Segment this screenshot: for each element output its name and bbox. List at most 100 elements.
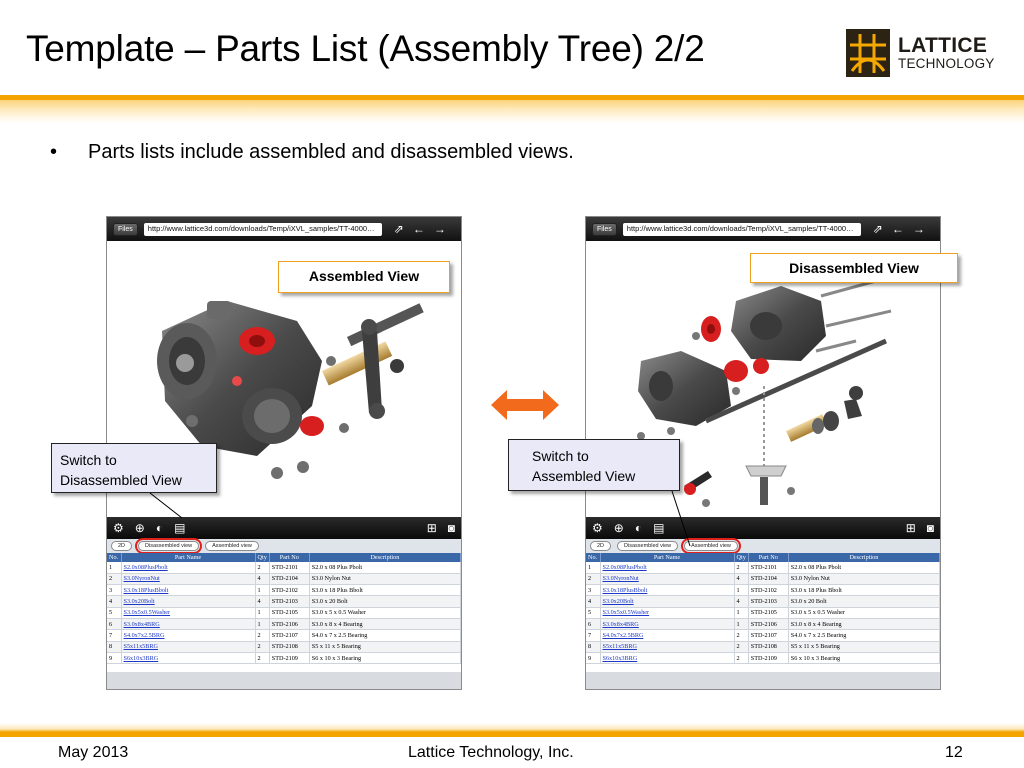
part-name-link[interactable]: S3.0x8x4BRG <box>600 618 735 631</box>
row-part-no: STD-2102 <box>748 584 789 597</box>
2d-button[interactable]: 2D <box>111 541 133 551</box>
camera-icon[interactable]: ◙ <box>926 521 934 535</box>
part-name-link[interactable]: S5x11x5BRG <box>121 641 256 653</box>
lattice-logo: LATTICE TECHNOLOGY <box>846 27 996 79</box>
gear-icon[interactable]: ⚙ <box>113 521 124 535</box>
part-name-link[interactable]: S4.0x7x2.5BRG <box>600 629 735 642</box>
row-part-no: STD-2107 <box>269 629 310 642</box>
col-qty: Qty <box>734 553 749 562</box>
slide-title: Template – Parts List (Assembly Tree) 2/… <box>26 28 705 69</box>
row-part-no: STD-2101 <box>269 562 310 574</box>
row-part-no: STD-2106 <box>748 618 789 631</box>
row-qty: 2 <box>255 641 270 653</box>
row-description: S2.0 x 08 Plus Pbolt <box>309 562 461 574</box>
part-name-link[interactable]: S5x11x5BRG <box>600 641 735 653</box>
row-part-no: STD-2109 <box>269 652 310 665</box>
disassembled-view-button[interactable]: Disassembled view <box>135 538 203 554</box>
view-switch-bar: 2D Disassembled view Assembled view <box>586 538 940 554</box>
part-name-link[interactable]: S4.0x7x2.5BRG <box>121 629 256 642</box>
part-name-link[interactable]: S6x10x3BRG <box>121 652 256 665</box>
gear-icon[interactable]: ⚙ <box>592 521 603 535</box>
list-icon[interactable]: ▤ <box>653 521 665 535</box>
row-no: 4 <box>107 595 122 608</box>
url-field[interactable]: http://www.lattice3d.com/downloads/Temp/… <box>143 222 382 236</box>
col-no: No. <box>107 553 122 562</box>
col-qty: Qty <box>255 553 270 562</box>
row-description: S3.0 Nylon Nut <box>309 573 461 586</box>
part-name-link[interactable]: S2.0x08PlusPbolt <box>600 562 735 574</box>
assembled-view-button[interactable]: Assembled view <box>681 538 741 554</box>
row-qty: 2 <box>255 629 270 642</box>
col-part-name: Part Name <box>600 553 735 562</box>
back-arrow-icon[interactable]: ← <box>412 222 425 236</box>
url-field[interactable]: http://www.lattice3d.com/downloads/Temp/… <box>622 222 861 236</box>
callout-line: Switch to <box>532 448 589 464</box>
part-name-link[interactable]: S3.0NyronNut <box>600 573 735 586</box>
row-no: 1 <box>586 562 601 574</box>
camera-icon[interactable]: ◙ <box>447 521 455 535</box>
row-part-no: STD-2108 <box>748 641 789 653</box>
row-description: S3.0 x 5 x 0.5 Washer <box>309 607 461 619</box>
view-cube-icon[interactable]: ⊕ <box>134 521 145 535</box>
row-part-no: STD-2101 <box>748 562 789 574</box>
forward-arrow-icon[interactable]: → <box>912 222 925 236</box>
contrast-icon[interactable]: ◐ <box>155 521 164 535</box>
2d-button[interactable]: 2D <box>590 541 612 551</box>
files-button[interactable]: Files <box>592 222 617 236</box>
row-qty: 4 <box>255 573 270 586</box>
back-arrow-icon[interactable]: ← <box>891 222 904 236</box>
part-name-link[interactable]: S3.0x20Bolt <box>600 595 735 608</box>
row-no: 9 <box>586 652 601 665</box>
disassembled-view-button[interactable]: Disassembled view <box>617 541 679 551</box>
share-icon[interactable]: ⇗ <box>872 222 883 236</box>
part-name-link[interactable]: S6x10x3BRG <box>600 652 735 665</box>
part-name-link[interactable]: S3.0x5x0.5Washer <box>600 607 735 619</box>
row-no: 3 <box>107 584 122 597</box>
part-name-link[interactable]: S3.0x20Bolt <box>121 595 256 608</box>
share-icon[interactable]: ⇗ <box>393 222 404 236</box>
part-name-link[interactable]: S3.0x18PlusBbolt <box>600 584 735 597</box>
footer-date: May 2013 <box>58 744 129 761</box>
forward-arrow-icon[interactable]: → <box>433 222 446 236</box>
tree-icon[interactable]: ⊞ <box>905 521 916 535</box>
part-name-link[interactable]: S3.0NyronNut <box>121 573 256 586</box>
row-description: S4.0 x 7 x 2.5 Bearing <box>309 629 461 642</box>
row-part-no: STD-2104 <box>748 573 789 586</box>
switch-to-assembled-callout: Switch to Assembled View <box>508 439 680 491</box>
row-qty: 1 <box>734 584 749 597</box>
view-cube-icon[interactable]: ⊕ <box>613 521 624 535</box>
parts-table-header: No. Part Name Qty Part No Description <box>586 553 940 562</box>
row-description: S3.0 x 18 Plus Bbolt <box>309 584 461 597</box>
part-name-link[interactable]: S3.0x5x0.5Washer <box>121 607 256 619</box>
files-button[interactable]: Files <box>113 222 138 236</box>
row-qty: 2 <box>734 641 749 653</box>
tree-icon[interactable]: ⊞ <box>426 521 437 535</box>
part-name-link[interactable]: S3.0x8x4BRG <box>121 618 256 631</box>
assembled-view-button[interactable]: Assembled view <box>205 541 259 551</box>
part-name-link[interactable]: S2.0x08PlusPbolt <box>121 562 256 574</box>
contrast-icon[interactable]: ◐ <box>634 521 643 535</box>
list-icon[interactable]: ▤ <box>174 521 186 535</box>
row-description: S5 x 11 x 5 Bearing <box>788 641 940 653</box>
row-description: S3.0 x 8 x 4 Bearing <box>309 618 461 631</box>
part-name-link[interactable]: S3.0x18PlusBbolt <box>121 584 256 597</box>
